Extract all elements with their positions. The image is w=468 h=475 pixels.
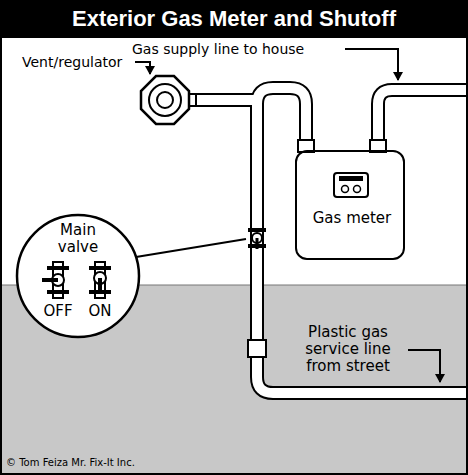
gas-meter-box: Gas meter (295, 150, 405, 260)
title: Exterior Gas Meter and Shutoff (0, 7, 468, 31)
leader-arrow (345, 49, 398, 80)
meter-label: Gas meter (312, 210, 392, 227)
pipe-core (186, 88, 468, 393)
main-valve (248, 228, 266, 249)
pipe-fitting (248, 340, 266, 357)
leader-line (136, 239, 246, 257)
callout-circle (17, 215, 139, 337)
callout-title: Main valve (46, 222, 110, 256)
leader-arrow (408, 350, 440, 382)
state-label: ON (78, 303, 122, 320)
pipe-label: Plastic gas service line from street (288, 324, 408, 375)
state-label: OFF (36, 303, 80, 320)
copyright-note: © Tom Feiza Mr. Fix-It Inc. (6, 457, 135, 469)
meter-fill (295, 150, 405, 260)
main-valve-callout: Main valveOFFON (16, 214, 140, 338)
pipe-outline (186, 88, 468, 393)
pipe-label: Gas supply line to house (132, 41, 304, 58)
valve-off-icon (42, 262, 69, 298)
ground (0, 285, 468, 475)
vent-regulator (141, 76, 196, 124)
part-label: Vent/regulator (22, 54, 122, 71)
meter-display (334, 173, 368, 197)
title-bar: Exterior Gas Meter and Shutoff (0, 0, 468, 38)
valve-on-icon (89, 262, 111, 298)
leader-arrow (135, 62, 150, 74)
